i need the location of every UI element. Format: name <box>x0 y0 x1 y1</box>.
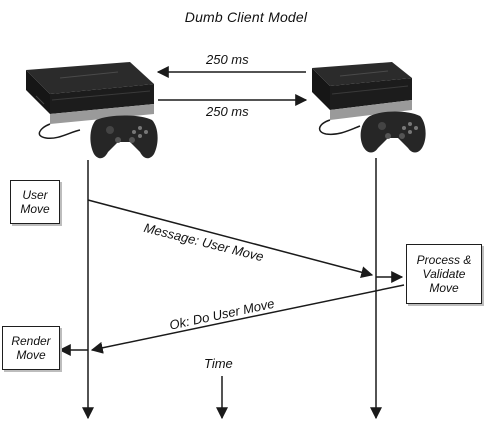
server-console-icon <box>312 62 412 136</box>
time-axis-label: Time <box>204 356 233 371</box>
client-controller-icon <box>90 115 158 159</box>
process-validate-line-3: Move <box>429 281 459 295</box>
user-move-line-2: Move <box>20 202 50 216</box>
client-console-icon <box>26 62 154 140</box>
process-validate-line-2: Validate <box>422 267 466 281</box>
message-arrow-ok-do-user-move <box>90 284 405 354</box>
server-controller-icon <box>360 111 426 153</box>
user-move-line-1: User <box>22 188 48 202</box>
render-move-line-1: Render <box>11 334 51 348</box>
render-move-box: Render Move <box>2 326 60 370</box>
process-validate-move-box: Process & Validate Move <box>406 244 482 304</box>
latency-label-bottom: 250 ms <box>206 104 249 119</box>
message-arrow-user-move <box>87 199 374 279</box>
process-validate-line-1: Process & <box>416 253 472 267</box>
diagram-title: Dumb Client Model <box>184 9 308 25</box>
user-move-box: User Move <box>10 180 60 224</box>
latency-label-top: 250 ms <box>206 52 249 67</box>
render-move-line-2: Move <box>16 348 46 362</box>
